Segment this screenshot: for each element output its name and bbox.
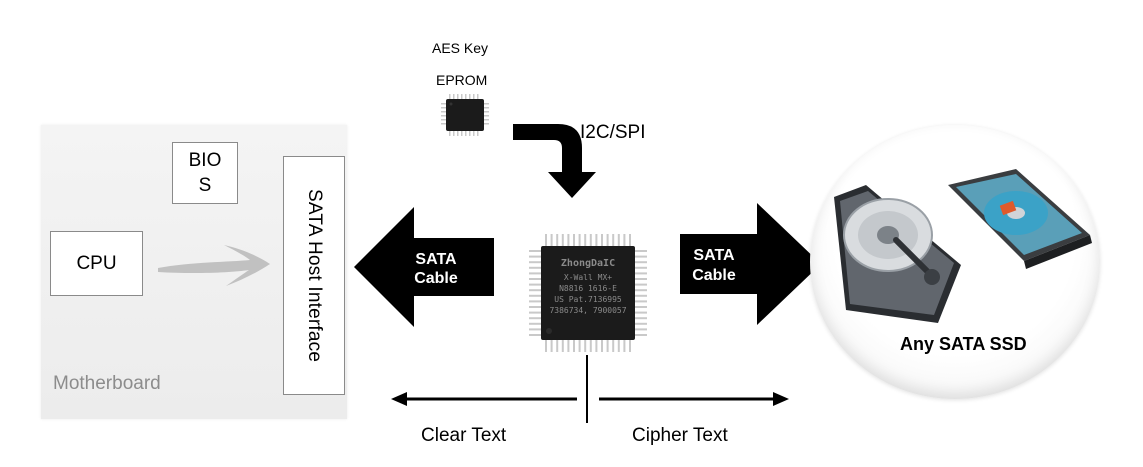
bios-box: BIOS: [172, 142, 238, 204]
eprom-chip-icon: [441, 94, 489, 136]
any-sata-ssd-label: Any SATA SSD: [900, 334, 1027, 354]
chip-text-line1: X-Wall MX+: [564, 273, 612, 282]
cipher-text-label: Cipher Text: [632, 425, 728, 446]
sata-host-interface-box: SATA Host Interface: [283, 156, 345, 395]
clear-text-arrowhead: [391, 392, 407, 406]
chip-brand-text: ZhongDaIC: [561, 258, 615, 269]
motherboard-label: Motherboard: [53, 373, 161, 394]
chip-text-line3: US Pat.7136995: [554, 295, 622, 304]
cipher-text-arrowhead: [773, 392, 789, 406]
cpu-to-host-arrow: [158, 245, 270, 286]
right-sata-cable-label-line1: SATA: [693, 247, 735, 264]
direction-arrows: [391, 355, 789, 423]
chip-text-line4: 7386734, 7900057: [549, 306, 626, 315]
right-sata-cable-label-line2: Cable: [692, 267, 736, 284]
left-sata-cable-label-line1: SATA: [415, 251, 457, 268]
eprom-label-line1: AES Key: [432, 40, 489, 56]
cpu-box: CPU: [50, 231, 143, 296]
clear-text-label: Clear Text: [421, 425, 507, 446]
right-sata-cable-arrow: SATA Cable: [680, 203, 821, 325]
chip-text-line2: N8816 1616-E: [559, 284, 617, 293]
controller-chip-icon: ZhongDaIC X-Wall MX+ N8816 1616-E US Pat…: [529, 234, 647, 352]
open-hard-drive-icon: [834, 185, 961, 323]
i2c-spi-label: I2C/SPI: [580, 122, 646, 143]
laptop-drive-icon: [948, 169, 1092, 269]
left-sata-cable-arrow: SATA Cable: [354, 207, 494, 327]
left-sata-cable-label-line2: Cable: [414, 270, 458, 287]
eprom-to-controller-arrow: [513, 124, 596, 198]
eprom-label-line2: EPROM: [436, 72, 488, 88]
ssd-drives-illustration: [834, 169, 1092, 323]
sata-host-interface-label: SATA Host Interface: [304, 188, 325, 363]
